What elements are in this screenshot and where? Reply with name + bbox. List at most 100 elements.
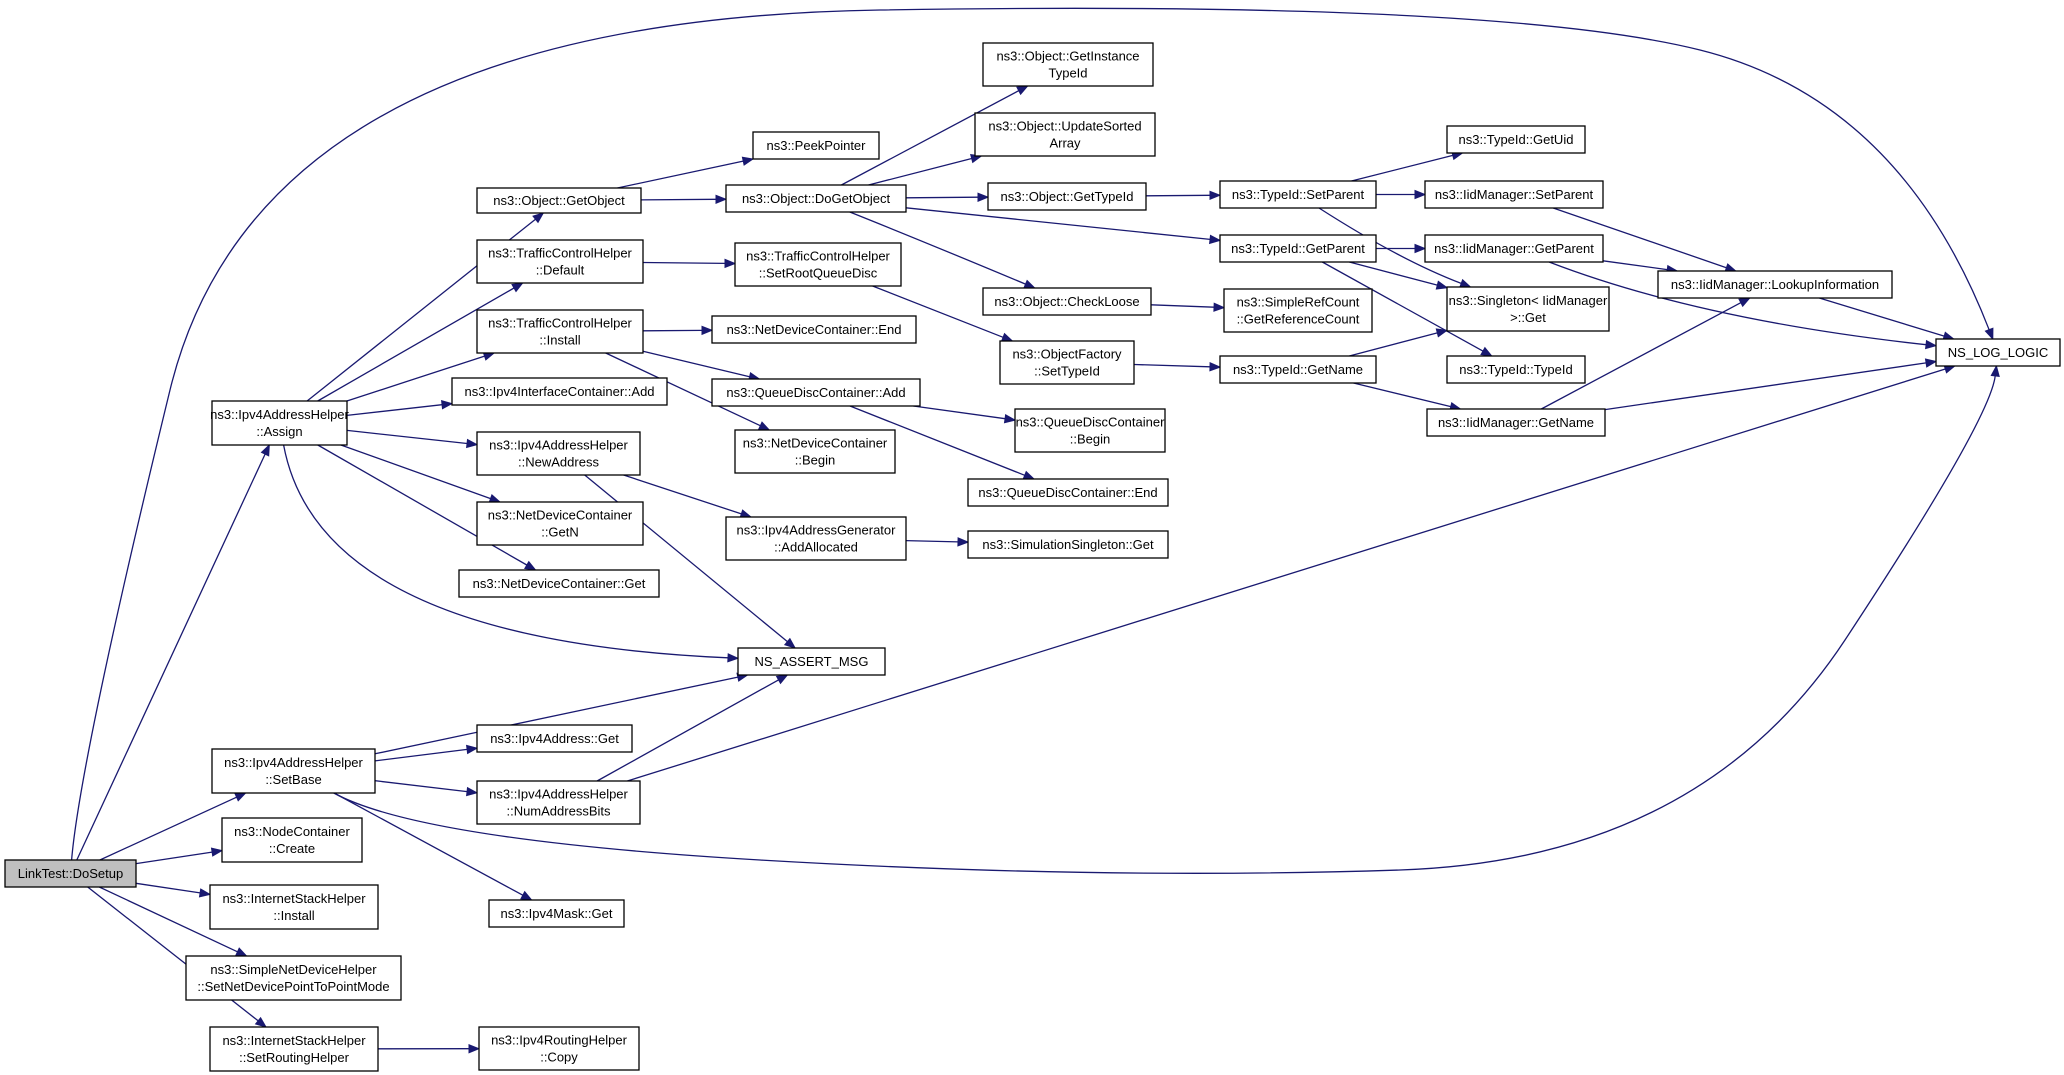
edge-tch_setrootqueuedisc-to-objectfactory_settypeid xyxy=(872,285,1004,338)
node-simplerefcount_getrefcount[interactable]: ns3::SimpleRefCount::GetReferenceCount xyxy=(1223,288,1373,333)
node-typeid_setparent[interactable]: ns3::TypeId::SetParent xyxy=(1219,180,1377,209)
node-ipv4ah_numaddressbits[interactable]: ns3::Ipv4AddressHelper::NumAddressBits xyxy=(476,780,641,825)
node-box xyxy=(1935,338,2061,367)
node-ipv4address_get[interactable]: ns3::Ipv4Address::Get xyxy=(476,724,633,753)
node-box xyxy=(734,429,896,474)
node-iidmanager_getparent[interactable]: ns3::IidManager::GetParent xyxy=(1424,234,1604,263)
node-internetstack_setrouting[interactable]: ns3::InternetStackHelper::SetRoutingHelp… xyxy=(209,1026,379,1072)
node-label-line: ns3::Object::GetTypeId xyxy=(1001,189,1134,204)
node-box xyxy=(1219,234,1377,263)
node-ns_log_logic[interactable]: NS_LOG_LOGIC xyxy=(1935,338,2061,367)
node-ipv4ah_newaddress[interactable]: ns3::Ipv4AddressHelper::NewAddress xyxy=(476,431,641,476)
node-iidmanager_getname[interactable]: ns3::IidManager::GetName xyxy=(1426,408,1606,437)
edge-ipv4_assign-to-ipv4ah_newaddress xyxy=(346,429,468,445)
arrowhead-typeid_setparent-to-singleton_iidmanager_get xyxy=(1459,278,1472,288)
node-label-line: ns3::Object::DoGetObject xyxy=(742,191,891,206)
node-tch_default[interactable]: ns3::TrafficControlHelper::Default xyxy=(476,239,644,284)
node-box xyxy=(1446,125,1586,154)
node-internetstack_install[interactable]: ns3::InternetStackHelper::Install xyxy=(209,884,379,930)
node-label-line: ::Create xyxy=(269,841,315,856)
node-label-line: ns3::Ipv4AddressHelper xyxy=(210,407,349,422)
node-box xyxy=(451,377,668,406)
edge-ipv4ag_addallocated-to-simsingleton_get xyxy=(905,539,959,543)
node-box xyxy=(725,184,907,213)
node-nodecontainer_create[interactable]: ns3::NodeContainer::Create xyxy=(221,817,363,863)
edge-object_checkloose-to-simplerefcount_getrefcount xyxy=(1150,304,1215,308)
node-ipv4mask_get[interactable]: ns3::Ipv4Mask::Get xyxy=(488,899,625,928)
node-tch_setrootqueuedisc[interactable]: ns3::TrafficControlHelper::SetRootQueueD… xyxy=(734,242,902,287)
arrowhead-object_dogetobject-to-object_gettypeid xyxy=(977,192,990,202)
node-qdc_begin[interactable]: ns3::QueueDiscContainer::Begin xyxy=(1014,408,1166,453)
node-box xyxy=(711,315,917,344)
node-label-line: ns3::IidManager::GetParent xyxy=(1434,241,1594,256)
node-typeid_typeid[interactable]: ns3::TypeId::TypeId xyxy=(1446,355,1586,384)
node-tch_install[interactable]: ns3::TrafficControlHelper::Install xyxy=(476,309,644,354)
node-ipv4_assign[interactable]: ns3::Ipv4AddressHelper::Assign xyxy=(210,400,350,446)
node-label-line: ns3::TypeId::GetName xyxy=(1233,362,1363,377)
node-label-line: ns3::Object::GetObject xyxy=(493,193,625,208)
edge-dosetup-to-ns_log_logic xyxy=(70,7,1990,861)
node-ndc_get[interactable]: ns3::NetDeviceContainer::Get xyxy=(458,569,660,598)
node-box xyxy=(1446,355,1586,384)
node-ndc_begin[interactable]: ns3::NetDeviceContainer::Begin xyxy=(734,429,896,474)
node-ns_assert_msg[interactable]: NS_ASSERT_MSG xyxy=(737,647,886,676)
node-box xyxy=(752,131,880,160)
node-typeid_getname[interactable]: ns3::TypeId::GetName xyxy=(1219,355,1377,384)
node-box xyxy=(967,478,1169,507)
node-qdc_add[interactable]: ns3::QueueDiscContainer::Add xyxy=(711,378,921,407)
node-object_checkloose[interactable]: ns3::Object::CheckLoose xyxy=(982,287,1152,316)
arrowhead-ipv4_setbase-to-ipv4address_get xyxy=(466,744,479,755)
node-label-line: ns3::Ipv4RoutingHelper xyxy=(491,1033,628,1048)
node-object_gettypeid[interactable]: ns3::Object::GetTypeId xyxy=(987,182,1147,211)
arrowhead-qdc_add-to-qdc_begin xyxy=(1003,414,1017,424)
arrowhead-object_checkloose-to-simplerefcount_getrefcount xyxy=(1213,302,1226,312)
node-label-line: ns3::TypeId::GetParent xyxy=(1231,241,1365,256)
node-ipv4ag_addallocated[interactable]: ns3::Ipv4AddressGenerator::AddAllocated xyxy=(725,516,907,561)
node-box xyxy=(737,647,886,676)
arrowhead-object_dogetobject-to-object_checkloose xyxy=(1023,279,1036,289)
arrowhead-ipv4_assign-to-ndc_get xyxy=(523,560,537,571)
node-ndc_getn[interactable]: ns3::NetDeviceContainer::GetN xyxy=(476,501,644,546)
node-label-line: ns3::NetDeviceContainer xyxy=(743,436,888,451)
node-iidmanager_setparent[interactable]: ns3::IidManager::SetParent xyxy=(1424,180,1604,209)
node-simsingleton_get[interactable]: ns3::SimulationSingleton::Get xyxy=(967,530,1169,559)
node-label-line: >::Get xyxy=(1510,310,1546,325)
node-label-line: ::GetReferenceCount xyxy=(1237,312,1360,327)
edge-dosetup-to-ipv4_setbase xyxy=(99,796,237,861)
arrowhead-object_getobject-to-object_dogetobject xyxy=(715,194,728,205)
node-ipv4ic_add[interactable]: ns3::Ipv4InterfaceContainer::Add xyxy=(451,377,668,406)
node-typeid_getparent[interactable]: ns3::TypeId::GetParent xyxy=(1219,234,1377,263)
node-box xyxy=(476,501,644,546)
arrowhead-typeid_getparent-to-typeid_typeid xyxy=(1480,346,1493,357)
node-label-line: ns3::TrafficControlHelper xyxy=(746,249,890,264)
arrowhead-dosetup-to-ipv4_assign xyxy=(260,443,270,457)
node-label-line: ns3::Ipv4Mask::Get xyxy=(501,906,613,921)
edge-object_dogetobject-to-object_updatesortedarray xyxy=(868,157,972,186)
node-label-line: ns3::QueueDiscContainer xyxy=(1016,415,1166,430)
node-label-line: ns3::Object::CheckLoose xyxy=(994,294,1139,309)
node-qdc_end[interactable]: ns3::QueueDiscContainer::End xyxy=(967,478,1169,507)
node-ipv4_setbase[interactable]: ns3::Ipv4AddressHelper::SetBase xyxy=(211,748,376,794)
node-ndc_end[interactable]: ns3::NetDeviceContainer::End xyxy=(711,315,917,344)
node-objectfactory_settypeid[interactable]: ns3::ObjectFactory::SetTypeId xyxy=(999,340,1135,385)
edge-typeid_getparent-to-typeid_typeid xyxy=(1321,261,1484,352)
node-typeid_getuid[interactable]: ns3::TypeId::GetUid xyxy=(1446,125,1586,154)
node-singleton_iidmanager_get[interactable]: ns3::Singleton< IidManager >::Get xyxy=(1446,286,1610,332)
node-simplenetdevice_p2p[interactable]: ns3::SimpleNetDeviceHelper::SetNetDevice… xyxy=(185,955,402,1001)
arrowhead-ipv4_assign-to-object_getobject xyxy=(532,212,545,224)
edge-qdc_add-to-qdc_begin xyxy=(913,405,1006,420)
node-object_getobject[interactable]: ns3::Object::GetObject xyxy=(476,187,642,214)
node-iidmanager_lookupinformation[interactable]: ns3::IidManager::LookupInformation xyxy=(1657,270,1893,299)
edge-typeid_getname-to-iidmanager_getname xyxy=(1353,382,1451,408)
node-dosetup[interactable]: LinkTest::DoSetup xyxy=(4,859,137,888)
node-object_dogetobject[interactable]: ns3::Object::DoGetObject xyxy=(725,184,907,213)
node-label-line: ns3::Ipv4AddressHelper xyxy=(224,755,363,770)
arrowhead-ipv4_setbase-to-ns_log_logic xyxy=(1990,364,2000,377)
edge-ipv4_assign-to-tch_default xyxy=(317,287,515,402)
node-ipv4rh_copy[interactable]: ns3::Ipv4RoutingHelper::Copy xyxy=(478,1026,640,1071)
node-box xyxy=(488,899,625,928)
node-peekpointer[interactable]: ns3::PeekPointer xyxy=(752,131,880,160)
node-label-line: ns3::InternetStackHelper xyxy=(222,1033,366,1048)
